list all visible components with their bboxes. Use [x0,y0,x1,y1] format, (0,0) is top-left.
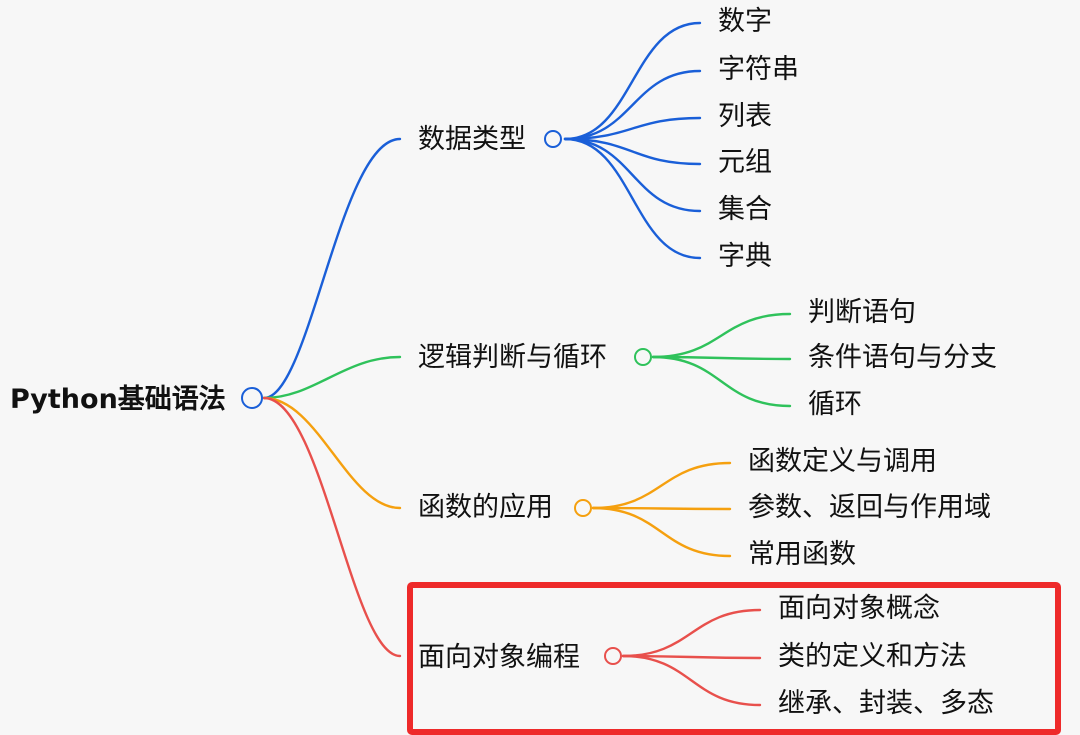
root-node-circle[interactable] [241,387,263,409]
branch-to-leaf-connector [621,654,762,660]
leaf-label: 判断语句 [808,297,916,328]
leaf-label: 函数定义与调用 [748,446,937,477]
branch-to-leaf-connector [563,21,702,141]
leaf-label: 常用函数 [748,539,856,570]
root-to-branch-connector [262,396,402,510]
leaf-label: 继承、封装、多态 [778,688,994,719]
highlight-box [407,582,1061,735]
branch-to-leaf-connector [651,355,792,408]
branch-to-leaf-connector [563,116,702,141]
leaf-label: 集合 [718,194,772,225]
root-to-branch-connector [262,355,402,400]
branch-to-leaf-connector [651,355,792,361]
branch-to-leaf-connector [651,312,792,359]
leaf-label: 元组 [718,147,772,178]
branch-to-leaf-connector [563,137,702,260]
branch-label-oop: 面向对象编程 [418,642,580,673]
leaf-label: 类的定义和方法 [778,641,967,672]
leaf-label: 列表 [718,101,772,132]
leaf-label: 循环 [808,389,862,420]
leaf-label: 字符串 [718,54,799,85]
root-to-branch-connector [262,396,402,658]
branch-to-leaf-connector [591,506,732,511]
branch-to-leaf-connector [563,137,702,166]
branch-node-functions[interactable] [574,499,592,517]
leaf-label: 数字 [718,6,772,37]
root-to-branch-connector [262,137,402,400]
branch-label-data-types: 数据类型 [418,124,526,155]
branch-node-logic-loops[interactable] [634,348,652,366]
branch-to-leaf-connector [563,69,702,141]
root-label: Python基础语法 [10,384,226,415]
branch-to-leaf-connector [591,461,732,510]
branch-to-leaf-connector [621,608,762,658]
branch-label-logic-loops: 逻辑判断与循环 [418,342,607,373]
branch-node-oop[interactable] [604,647,622,665]
leaf-label: 字典 [718,241,772,272]
leaf-label: 面向对象概念 [778,593,940,624]
branch-to-leaf-connector [591,506,732,558]
branch-to-leaf-connector [563,137,702,213]
branch-label-functions: 函数的应用 [418,492,553,523]
leaf-label: 参数、返回与作用域 [748,492,991,523]
branch-node-data-types[interactable] [544,130,562,148]
branch-to-leaf-connector [621,654,762,707]
leaf-label: 条件语句与分支 [808,342,997,373]
